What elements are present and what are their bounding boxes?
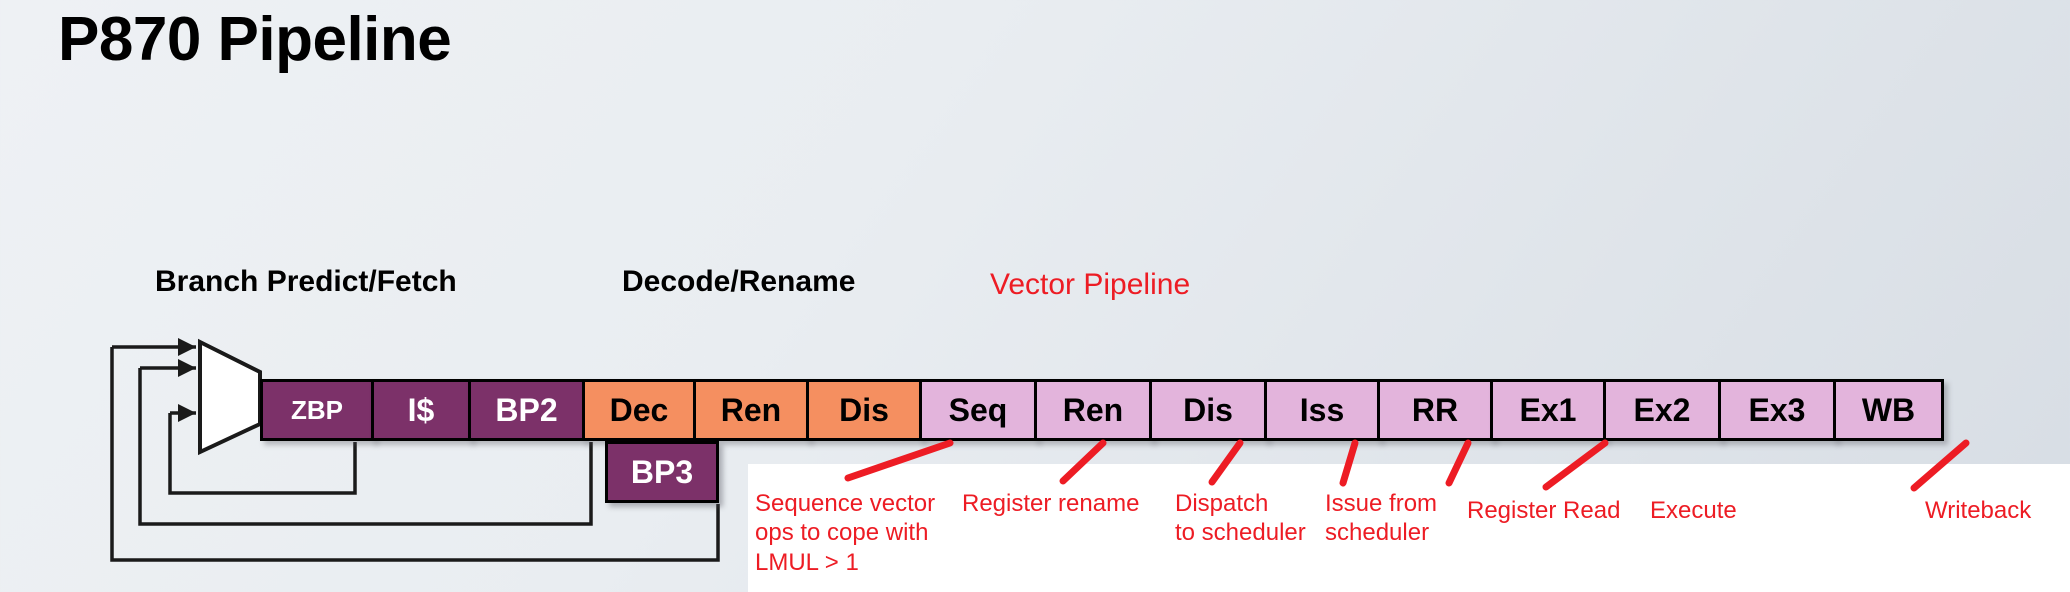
stage-ex1[interactable]: Ex1 [1490, 379, 1606, 441]
mux-selector [198, 338, 262, 456]
section-header-branch-predict-fetch: Branch Predict/Fetch [155, 265, 457, 298]
annotation-rr: Register Read [1467, 497, 1621, 524]
annotation-iss: Issue from scheduler [1325, 490, 1438, 547]
arrowhead-icon [178, 404, 196, 422]
arrowhead-icon [178, 359, 196, 377]
stage-dis-vector[interactable]: Dis [1149, 379, 1267, 441]
stage-rr[interactable]: RR [1377, 379, 1493, 441]
stage-ren-scalar[interactable]: Ren [693, 379, 809, 441]
stage-ren-vector[interactable]: Ren [1034, 379, 1152, 441]
annotation-dis: Dispatch to scheduler [1175, 490, 1306, 547]
annotation-writeback: Writeback [1925, 497, 2032, 524]
mux-shape [198, 338, 262, 456]
section-header-decode-rename: Decode/Rename [622, 265, 856, 298]
annotation-seq: Sequence vector ops to cope with LMUL > … [755, 490, 936, 576]
stage-icache[interactable]: I$ [371, 379, 471, 441]
stage-ex3[interactable]: Ex3 [1718, 379, 1836, 441]
stage-wb[interactable]: WB [1833, 379, 1944, 441]
stage-bp3[interactable]: BP3 [605, 441, 719, 503]
stage-zbp[interactable]: ZBP [260, 379, 374, 441]
page-title: P870 Pipeline [58, 5, 452, 74]
stage-bp2[interactable]: BP2 [468, 379, 585, 441]
annotation-ren: Register rename [962, 490, 1140, 517]
feedback-arrowheads [178, 338, 196, 422]
annotation-execute: Execute [1650, 497, 1737, 524]
stage-ex2[interactable]: Ex2 [1603, 379, 1721, 441]
stage-dis-scalar[interactable]: Dis [806, 379, 922, 441]
annotation-panel [748, 464, 2070, 592]
stage-iss[interactable]: Iss [1264, 379, 1380, 441]
stage-seq[interactable]: Seq [919, 379, 1037, 441]
arrowhead-icon [178, 338, 196, 356]
pipeline-stage-row: ZBP I$ BP2 Dec Ren Dis Seq Ren Dis Iss R… [260, 379, 1944, 441]
section-header-vector-pipeline: Vector Pipeline [990, 268, 1191, 301]
stage-dec[interactable]: Dec [582, 379, 696, 441]
